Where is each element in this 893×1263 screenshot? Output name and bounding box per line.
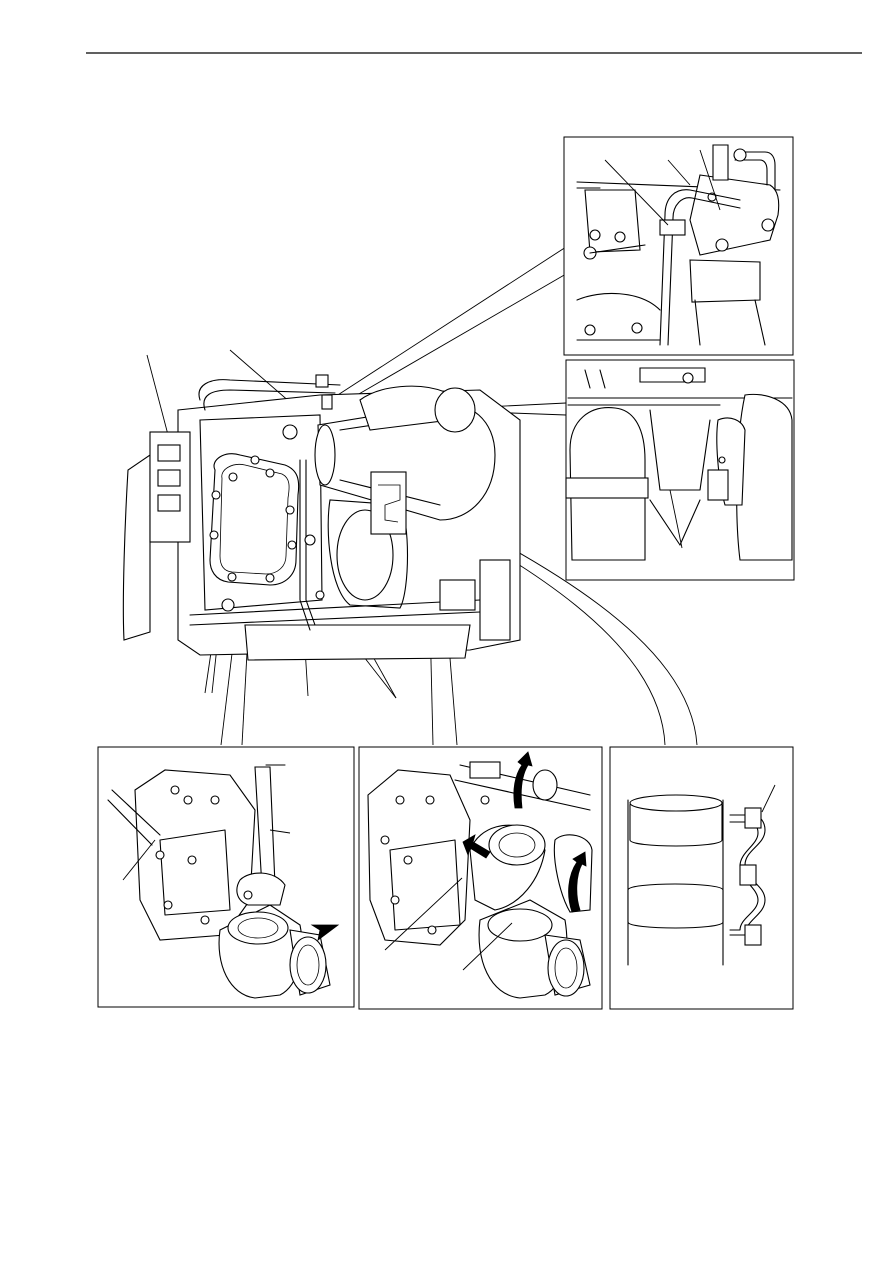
detail-middle-right xyxy=(565,359,795,581)
black-arrow-upleft-icon xyxy=(462,834,491,859)
detail-bottom-left xyxy=(97,746,355,1008)
detail-top-right xyxy=(563,136,794,356)
cover-bolts xyxy=(209,455,297,583)
curved-arrow-right-icon xyxy=(568,851,587,913)
detail-bottom-right xyxy=(609,746,794,1010)
black-arrow-icon xyxy=(310,924,340,941)
curved-arrow-up-icon xyxy=(513,751,533,809)
detail-bottom-center xyxy=(358,746,603,1010)
engine-main-view xyxy=(122,374,521,661)
